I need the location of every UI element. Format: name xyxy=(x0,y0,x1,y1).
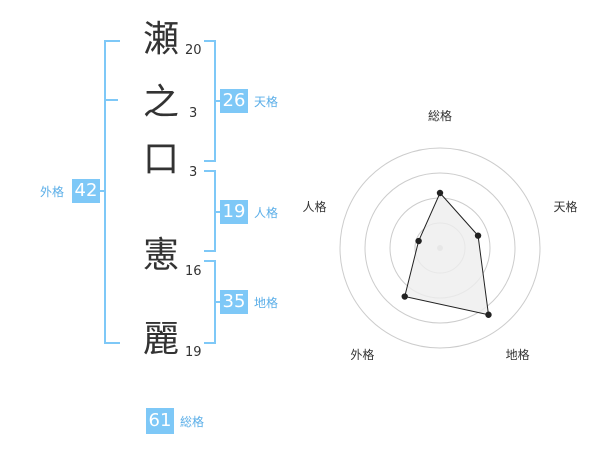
radar-point-1 xyxy=(436,189,444,197)
chikaku-badge: 35 xyxy=(220,290,248,314)
name-char-3: 口 xyxy=(142,139,179,180)
radar-point-2 xyxy=(474,232,482,239)
stroke-count-5: 19 xyxy=(185,345,202,360)
name-char-2: 之 xyxy=(142,82,179,123)
jinkaku-label: 人格 xyxy=(254,206,279,220)
stroke-count-4: 16 xyxy=(185,264,202,279)
soukaku-label: 総格 xyxy=(180,415,205,429)
radar-axis-label-4: 外格 xyxy=(350,347,374,360)
radar-point-4 xyxy=(401,293,408,300)
radar-points xyxy=(401,189,492,318)
gaikaku-bracket xyxy=(104,40,120,344)
name-char-5: 麗 xyxy=(142,319,179,360)
radar-grid-ring xyxy=(364,172,516,324)
stroke-count-2: 3 xyxy=(189,106,198,121)
chikaku-connector xyxy=(214,301,220,303)
gaikaku-label: 外格 xyxy=(40,185,65,199)
jinkaku-badge: 19 xyxy=(220,200,248,224)
name-char-4: 憲 xyxy=(142,235,179,276)
radar-point-5 xyxy=(415,237,422,245)
soukaku-badge: 61 xyxy=(146,408,174,434)
radar-axis-label-3: 地格 xyxy=(506,347,530,360)
radar-area xyxy=(404,192,490,316)
tenkaku-label: 天格 xyxy=(254,95,279,109)
tenkaku-connector xyxy=(214,100,220,102)
chikaku-label: 地格 xyxy=(254,296,279,310)
radar-axis-label-1: 総格 xyxy=(428,110,452,123)
stroke-count-3: 3 xyxy=(189,165,198,180)
radar-point-3 xyxy=(485,311,492,318)
gaikaku-bracket-tick xyxy=(104,99,118,101)
gaikaku-connector xyxy=(96,190,104,192)
gaikaku-badge: 42 xyxy=(72,179,100,203)
radar-axis-label-2: 天格 xyxy=(554,199,578,214)
jinkaku-connector xyxy=(214,211,220,213)
radar-grid-ring xyxy=(339,147,541,349)
radar-axis-label-5: 人格 xyxy=(302,199,326,214)
name-char-1: 瀬 xyxy=(142,19,179,60)
stroke-count-1: 20 xyxy=(185,43,202,58)
tenkaku-badge: 26 xyxy=(220,89,248,113)
